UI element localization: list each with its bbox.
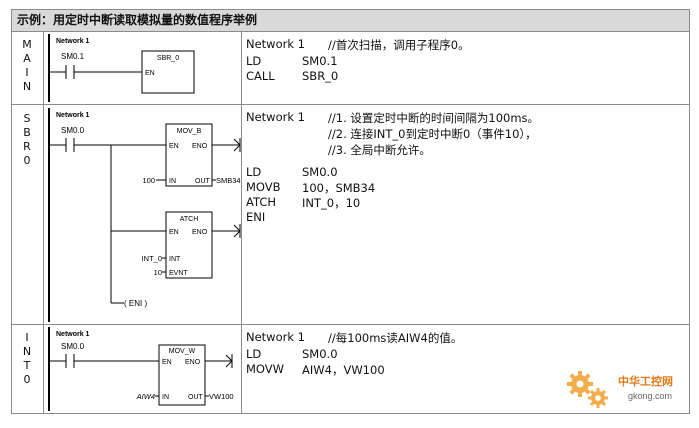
out-value: VW100 (209, 392, 234, 401)
ladder-svg-sbr0: Network 1 SM0.0 MOV_B EN ENO 100 IN OUT (48, 108, 241, 322)
network-label: Network 1 (56, 112, 90, 119)
box-title: MOV_B (177, 128, 202, 135)
network-header: Network 1 (246, 110, 305, 124)
label-letter: 0 (23, 154, 31, 167)
en-pin: EN (162, 359, 172, 366)
row-main: M A I N Network 1 SM0.1 SBR_0 EN Network… (12, 32, 689, 105)
eno-pin: ENO (185, 359, 201, 366)
watermark-svg: 中华工控网 gkong.com (567, 371, 673, 408)
box-title: SBR_0 (157, 55, 179, 62)
contact-label: SM0.1 (61, 52, 85, 61)
code-op: LD (246, 347, 262, 361)
watermark-domain: gkong.com (628, 391, 672, 401)
code-comment: //1. 设置定时中断的时间间隔为100ms。 (328, 111, 540, 125)
in-value: AIW4 (136, 392, 155, 401)
int-value: INT_0 (142, 254, 162, 263)
row-label-sbr0: S B R 0 (12, 105, 44, 324)
code-sbr0: Network 1 //1. 设置定时中断的时间间隔为100ms。 //2. 连… (242, 105, 689, 324)
label-letter: I (25, 66, 29, 79)
eno-pin: ENO (192, 143, 208, 150)
mov-b-box (165, 123, 213, 187)
ladder-svg-int0: Network 1 SM0.0 MOV_W EN ENO AIW4 IN OUT… (48, 327, 234, 411)
code-comment: //每100ms读AIW4的值。 (328, 331, 463, 345)
code-arg: SBR_0 (302, 69, 339, 83)
sbr0-box (141, 50, 195, 94)
network-label: Network 1 (56, 38, 90, 45)
code-main: Network 1 //首次扫描，调用子程序0。 LD SM0.1 CALL S… (242, 32, 689, 104)
code-comment: //3. 全局中断允许。 (328, 143, 431, 157)
ladder-diagram-int0: Network 1 SM0.0 MOV_W EN ENO AIW4 IN OUT… (44, 325, 242, 414)
network-header: Network 1 (246, 37, 305, 51)
label-letter: 0 (23, 373, 31, 386)
contact-label: SM0.0 (61, 126, 85, 135)
code-op: ENI (246, 210, 266, 224)
code-arg: SM0.0 (302, 347, 338, 361)
box-title: MOV_W (169, 348, 196, 355)
code-int0: Network 1 //每100ms读AIW4的值。 LD SM0.0 MOVW… (242, 325, 689, 414)
evnt-pin: EVNT (169, 270, 188, 277)
row-int0: I N T 0 Network 1 SM0.0 MOV_W EN ENO (12, 325, 689, 414)
en-pin: EN (169, 143, 179, 150)
int-pin: INT (169, 256, 181, 263)
label-letter: N (22, 345, 32, 358)
in-pin: IN (169, 178, 176, 185)
code-arg: 100，SMB34 (302, 181, 376, 195)
code-op: CALL (246, 69, 275, 83)
in-value: 100 (142, 176, 155, 185)
code-arg: AIW4，VW100 (302, 363, 385, 377)
ladder-diagram-main: Network 1 SM0.1 SBR_0 EN (44, 32, 242, 104)
out-pin: OUT (195, 178, 211, 185)
label-letter: I (25, 331, 29, 344)
in-pin: IN (162, 394, 169, 401)
label-letter: R (23, 140, 31, 153)
en-pin: EN (145, 70, 155, 77)
code-op: MOVB (246, 180, 281, 194)
network-label: Network 1 (56, 331, 90, 338)
gear-icon (567, 371, 608, 408)
code-op: ATCH (246, 195, 277, 209)
row-label-main: M A I N (12, 32, 44, 104)
out-pin: OUT (188, 394, 204, 401)
ladder-diagram-sbr0: Network 1 SM0.0 MOV_B EN ENO 100 IN OUT (44, 105, 242, 324)
label-letter: N (22, 80, 32, 93)
ladder-svg-main: Network 1 SM0.1 SBR_0 EN (48, 34, 195, 102)
eni-coil: ( ENI ) (124, 299, 147, 308)
watermark-brand: 中华工控网 (618, 374, 673, 388)
evnt-value: 10 (154, 268, 162, 277)
code-arg: INT_0，10 (302, 196, 361, 210)
eno-pin: ENO (192, 229, 208, 236)
code-arg: SM0.1 (302, 54, 338, 68)
label-letter: M (22, 38, 32, 51)
code-op: LD (246, 54, 262, 68)
code-op: MOVW (246, 362, 285, 376)
code-comment: //2. 连接INT_0到定时中断0（事件10）， (328, 127, 537, 141)
out-value: SMB34 (216, 176, 241, 185)
watermark: 中华工控网 gkong.com (560, 368, 695, 414)
label-letter: S (23, 112, 31, 125)
code-comment: //首次扫描，调用子程序0。 (328, 38, 470, 52)
label-letter: T (23, 359, 31, 372)
example-table: 示例：用定时中断读取模拟量的数值程序举例 M A I N Network 1 S… (11, 9, 690, 414)
label-letter: A (23, 52, 31, 65)
network-header: Network 1 (246, 330, 305, 344)
table-title: 示例：用定时中断读取模拟量的数值程序举例 (12, 10, 689, 32)
en-pin: EN (169, 229, 179, 236)
code-arg: SM0.0 (302, 165, 338, 179)
atch-box (165, 211, 213, 279)
code-op: LD (246, 165, 262, 179)
mov-w-box (158, 344, 206, 406)
row-label-int0: I N T 0 (12, 325, 44, 414)
contact-label: SM0.0 (61, 342, 85, 351)
box-title: ATCH (180, 216, 199, 223)
row-sbr0: S B R 0 Network 1 SM0.0 MOV_B EN ENO (12, 105, 689, 325)
label-letter: B (23, 126, 31, 139)
